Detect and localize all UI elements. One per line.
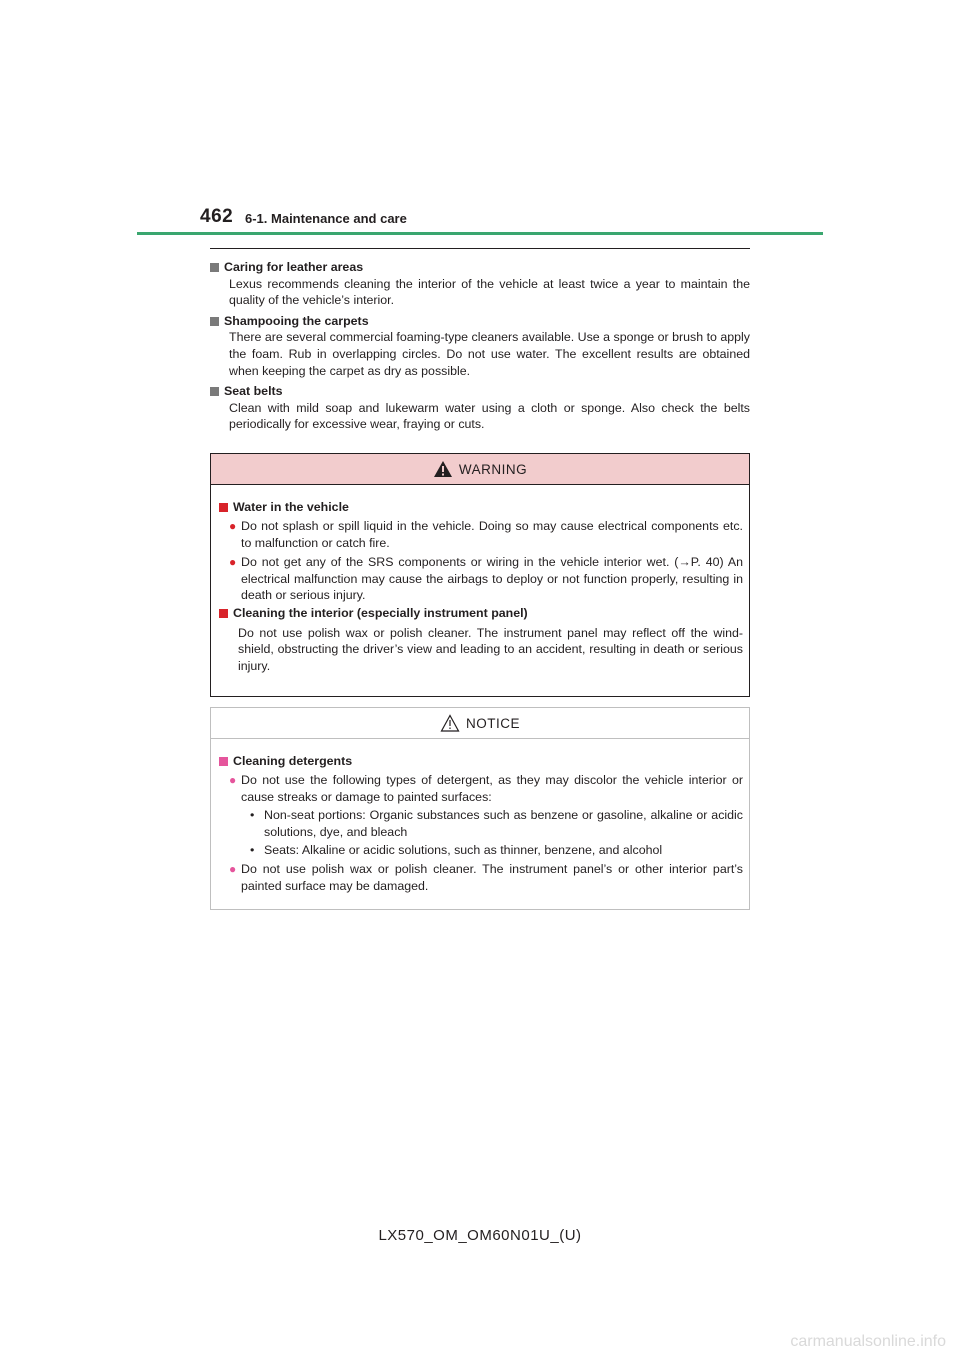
- square-bullet-icon: [219, 502, 228, 512]
- warning-label: WARNING: [458, 461, 528, 477]
- notice-label: NOTICE: [465, 715, 520, 731]
- dot-bullet-icon: •: [250, 843, 255, 858]
- item-seat-belts: Seat belts Clean with mild soap and luke…: [210, 383, 750, 433]
- notice-sub-item: • Seats: Alkaline or acidic solutions, su…: [219, 842, 743, 858]
- circle-bullet-icon: ●: [229, 862, 237, 877]
- section-title: 6-1. Maintenance and care: [245, 211, 407, 226]
- square-bullet-icon: [219, 609, 228, 619]
- warning-box: WARNING Water in the vehicle ● Do not spl…: [210, 453, 750, 697]
- dot-bullet-icon: •: [250, 808, 255, 823]
- warning-bullet-text: Do not get any of the SRS components or …: [241, 555, 743, 603]
- notice-box: NOTICE Cleaning detergents ● Do not use t…: [210, 707, 750, 910]
- item-body: Clean with mild soap and lukewarm water …: [229, 400, 750, 432]
- notice-bullet-text: Do not use the following types of deterg…: [241, 773, 743, 804]
- warning-header: WARNING: [211, 454, 749, 485]
- warning-paragraph: Do not use polish wax or polish cleaner.…: [238, 625, 743, 673]
- item-shampooing-carpets: Shampooing the carpets There are several…: [210, 313, 750, 379]
- warning-bullet: ● Do not get any of the SRS components or…: [219, 554, 743, 603]
- content-divider: [210, 248, 750, 249]
- item-caring-leather: Caring for leather areas Lexus recommend…: [210, 259, 750, 309]
- header-divider: [137, 232, 823, 235]
- notice-section-title-text: Cleaning detergents: [233, 754, 353, 768]
- notice-sub-text: Non-seat portions: Organic substances su…: [264, 808, 743, 839]
- notice-bullet-text: Do not use polish wax or polish cleaner.…: [241, 862, 743, 893]
- item-body: There are several commercial foaming-typ…: [229, 330, 750, 378]
- notice-bullet: ● Do not use the following types of deter…: [219, 772, 743, 805]
- square-bullet-icon: [219, 756, 228, 766]
- square-bullet-icon: [210, 316, 219, 326]
- warning-bullet-text: Do not splash or spill liquid in the veh…: [241, 519, 743, 550]
- notice-header: NOTICE: [211, 708, 749, 739]
- warning-section-title-text: Water in the vehicle: [233, 500, 349, 514]
- notice-triangle-icon: [440, 714, 460, 732]
- square-bullet-icon: [210, 386, 219, 396]
- warning-triangle-icon: [433, 461, 452, 477]
- item-title: Shampooing the carpets: [224, 313, 369, 328]
- notice-bullet: ● Do not use polish wax or polish cleaner…: [219, 861, 743, 894]
- square-bullet-icon: [210, 262, 219, 272]
- circle-bullet-icon: ●: [229, 773, 237, 788]
- watermark: carmanualsonline.info: [790, 1333, 946, 1350]
- warning-section-title-text: Cleaning the interior (especially instru…: [233, 606, 528, 621]
- notice-sub-item: • Non-seat portions: Organic substances s…: [219, 807, 743, 840]
- warning-bullet: ● Do not splash or spill liquid in the ve…: [219, 518, 743, 551]
- circle-bullet-icon: ●: [229, 555, 237, 570]
- item-title: Caring for leather areas: [224, 260, 364, 274]
- main-content: Caring for leather areas Lexus recommend…: [210, 259, 750, 437]
- warning-section-title: Cleaning the interior (especially instru…: [219, 605, 743, 621]
- page-number: 462: [200, 206, 234, 227]
- notice-section-title: Cleaning detergents: [219, 753, 743, 769]
- warning-section-title: Water in the vehicle: [219, 499, 743, 515]
- item-body: Lexus recommends cleaning the interior o…: [229, 276, 750, 308]
- circle-bullet-icon: ●: [229, 519, 237, 534]
- notice-sub-text: Seats: Alkaline or acidic solutions, suc…: [264, 843, 663, 858]
- item-title: Seat belts: [224, 384, 283, 399]
- document-code: LX570_OM_OM60N01U_(U): [378, 1227, 582, 1244]
